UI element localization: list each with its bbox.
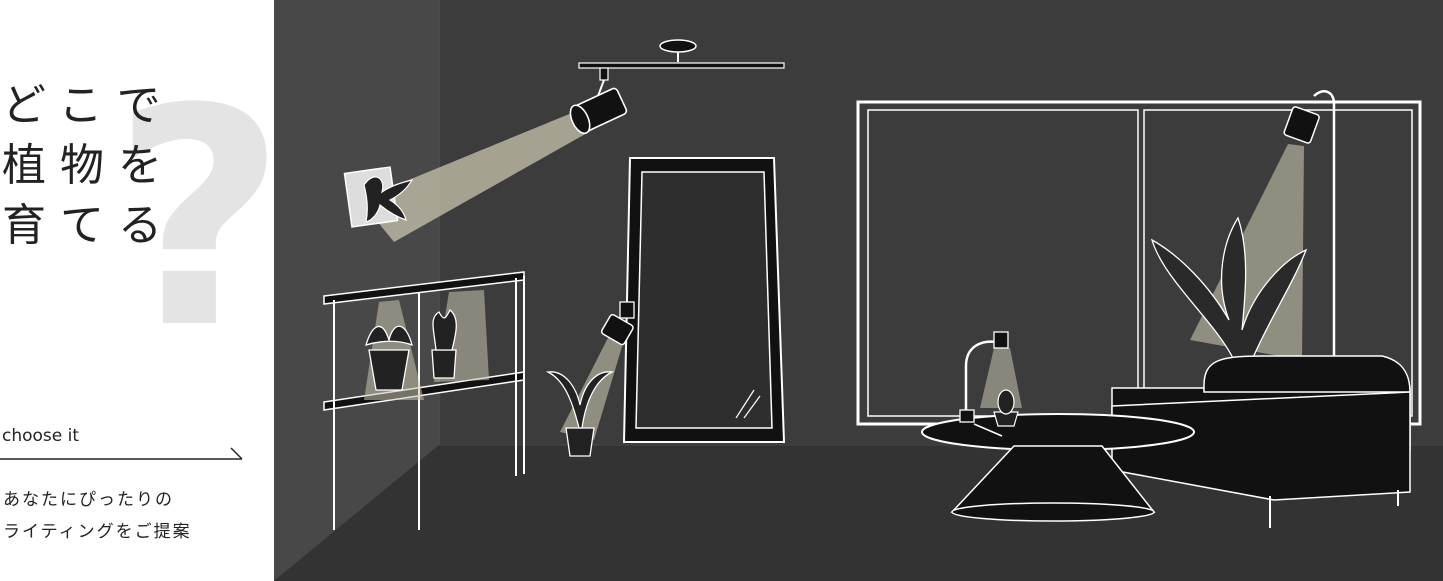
ceiling-rail-spotlight <box>360 39 785 242</box>
headline-line-2: 植物を <box>2 140 176 191</box>
tagline-line-2: ライティングをご提案 <box>3 522 192 542</box>
choose-it-link[interactable]: choose it <box>0 426 244 464</box>
tagline: あなたにぴったりの ライティングをご提案 <box>3 484 192 548</box>
coffee-table <box>921 331 1195 522</box>
headline-line-1: どこで <box>2 80 175 131</box>
headline: どこで 植物を 育てる <box>2 76 176 256</box>
display-shelf <box>323 271 525 530</box>
clip-spotlight <box>545 301 635 457</box>
room-illustration <box>274 0 1443 581</box>
large-plant <box>1150 216 1308 361</box>
wall-plant <box>343 166 414 228</box>
floor <box>274 445 1443 581</box>
side-wall <box>274 0 439 581</box>
standing-mirror <box>622 157 786 443</box>
choose-it-label: choose it <box>2 426 80 446</box>
tagline-line-1: あなたにぴったりの <box>3 490 174 510</box>
headline-line-3: 育てる <box>2 200 176 251</box>
arrow-right-icon <box>0 447 243 460</box>
question-mark-decoration: ? <box>112 45 287 394</box>
left-panel: ? どこで 植物を 育てる choose it あなたにぴったりの ライティング… <box>0 0 286 581</box>
